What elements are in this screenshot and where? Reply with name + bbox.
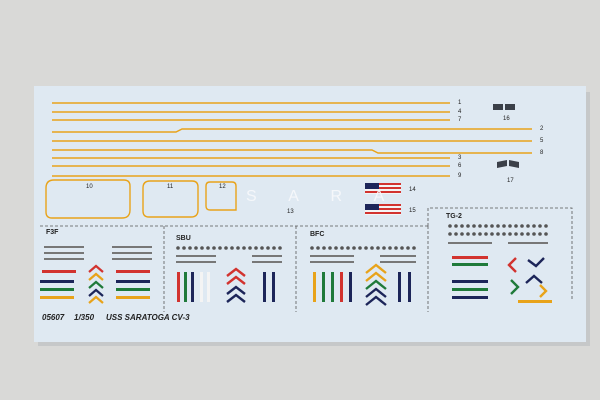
label-12: 12 (219, 184, 226, 190)
bfc-bar-green (322, 272, 325, 302)
f3f-stripe-red-2 (116, 270, 150, 273)
flag-16-pair (493, 104, 515, 110)
deck-stripes (52, 102, 532, 177)
sbu-dot-rows (176, 246, 282, 250)
sbu-panel-artwork (176, 246, 282, 303)
stripe-label-6: 6 (458, 163, 462, 169)
bfc-bar-red (340, 272, 343, 302)
label-14: 14 (409, 187, 416, 193)
label-15: 15 (409, 208, 416, 214)
stripe-8 (52, 149, 532, 154)
panel-title-tg2: TG-2 (446, 213, 462, 220)
tg2-panel-artwork (448, 224, 552, 303)
tg2-stripe-red (452, 256, 488, 259)
flag-17-pair (497, 160, 519, 168)
bfc-bar-navy (349, 272, 352, 302)
tg2-stripe-navy-2 (452, 296, 488, 299)
bfc-bar-green-2 (331, 272, 334, 302)
sbu-bar-navy-3 (272, 272, 275, 302)
f3f-stripe-navy (40, 280, 74, 283)
scale-label: 1/350 (74, 313, 95, 322)
f3f-tiny-numbers (44, 246, 152, 260)
bfc-bar-navy-3 (408, 272, 411, 302)
panel-borders (40, 207, 573, 312)
us-flag-15 (365, 204, 401, 215)
tg2-dot-rows (448, 224, 548, 236)
tg2-stripe-yellow (518, 300, 552, 303)
sbu-bar-green (184, 272, 187, 302)
decal-sheet-paper (34, 86, 586, 342)
label-17: 17 (507, 178, 514, 184)
bfc-panel-artwork (310, 246, 416, 306)
panel-title-bfc: BFC (310, 231, 325, 238)
sbu-bar-white-2 (207, 272, 210, 302)
stripe-label-8: 8 (540, 150, 544, 156)
us-flag-14 (365, 183, 401, 194)
stripe-label-3: 3 (458, 155, 462, 161)
label-11: 11 (167, 184, 174, 190)
bfc-chevrons (365, 263, 387, 306)
f3f-stripe-green-2 (116, 288, 150, 291)
tg2-stripe-green (452, 263, 488, 266)
stripe-label-5: 5 (540, 138, 544, 144)
stripe-label-4: 4 (458, 109, 462, 115)
sbu-bar-white (200, 272, 203, 302)
tg2-chevrons (507, 257, 548, 298)
ship-name: USS SARATOGA CV-3 (106, 313, 190, 322)
bfc-dot-rows (310, 246, 416, 250)
bfc-bar-yellow (313, 272, 316, 302)
label-16: 16 (503, 116, 510, 122)
stripe-2 (52, 128, 532, 133)
ghost-lettering: S A R A (246, 188, 399, 205)
stripe-label-2: 2 (540, 126, 544, 132)
f3f-panel-artwork (40, 246, 152, 304)
outline-boxes (45, 179, 237, 219)
sbu-bar-navy-2 (263, 272, 266, 302)
label-13: 13 (287, 209, 294, 215)
panel-title-f3f: F3F (46, 229, 59, 236)
f3f-stripe-yellow (40, 296, 74, 299)
tg2-stripe-navy (452, 280, 488, 283)
sbu-bar-navy (191, 272, 194, 302)
f3f-stripe-red-1 (42, 270, 76, 273)
stripe-label-9: 9 (458, 173, 462, 179)
f3f-chevrons (88, 264, 104, 304)
sbu-bar-red (177, 272, 180, 302)
stripe-label-1: 1 (458, 100, 462, 106)
f3f-stripe-green (40, 288, 74, 291)
f3f-stripe-navy-2 (116, 280, 150, 283)
box-12-outline (205, 181, 237, 211)
label-10: 10 (86, 184, 93, 190)
box-11-outline (142, 180, 199, 218)
f3f-stripe-yellow-2 (116, 296, 150, 299)
sbu-chevrons (226, 267, 246, 303)
bfc-bar-navy-2 (398, 272, 401, 302)
stripe-label-7: 7 (458, 117, 462, 123)
tg2-stripe-green-2 (452, 288, 488, 291)
box-10-outline (45, 179, 131, 219)
panel-title-sbu: SBU (176, 235, 191, 242)
product-code: 05607 (42, 313, 65, 322)
